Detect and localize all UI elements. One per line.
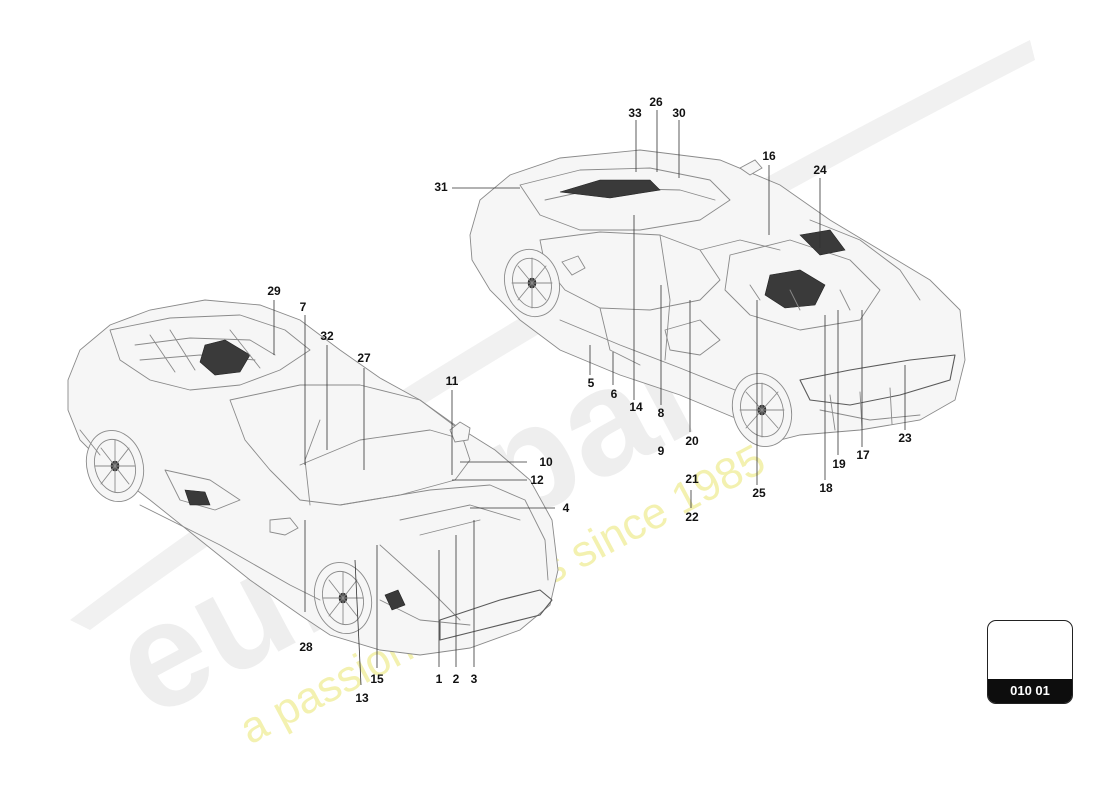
callout-13: 13	[355, 691, 369, 705]
callout-8: 8	[658, 406, 665, 420]
callout-1: 1	[436, 672, 443, 686]
callout-10: 10	[539, 455, 553, 469]
callout-12: 12	[530, 473, 544, 487]
callout-32: 32	[320, 329, 334, 343]
rear-right-wheel	[731, 373, 793, 447]
callout-33: 33	[628, 106, 642, 120]
leader-lines	[273, 110, 906, 686]
rear-left-wheel	[85, 430, 145, 502]
callout-11: 11	[446, 374, 459, 388]
callout-31: 31	[434, 180, 448, 194]
callout-5: 5	[588, 376, 595, 390]
callout-22: 22	[685, 510, 699, 524]
callout-15: 15	[370, 672, 384, 686]
callout-20: 20	[685, 434, 699, 448]
callout-17: 17	[856, 448, 870, 462]
callout-30: 30	[672, 106, 686, 120]
callout-26: 26	[649, 95, 663, 109]
callout-7: 7	[300, 300, 307, 314]
callout-16: 16	[762, 149, 776, 163]
callout-labels: 1 2 3 4 5 6 7 8 9 10 11 12 13 14 15 16 1…	[267, 95, 912, 705]
watermark-swoosh	[70, 40, 1035, 630]
callout-18: 18	[819, 481, 833, 495]
callout-25: 25	[752, 486, 766, 500]
callout-14: 14	[629, 400, 643, 414]
callout-9: 9	[658, 444, 665, 458]
callout-3: 3	[471, 672, 478, 686]
front-right-wheel	[504, 248, 560, 318]
car-rear-view	[469, 149, 966, 447]
diagram-reference-number: 010 01	[988, 679, 1072, 703]
callout-2: 2	[453, 672, 460, 686]
callout-21: 21	[685, 472, 699, 486]
callout-19: 19	[832, 457, 846, 471]
diagram-reference-box: 010 01	[987, 620, 1073, 704]
callout-29: 29	[267, 284, 281, 298]
callout-28: 28	[299, 640, 313, 654]
callout-24: 24	[813, 163, 827, 177]
callout-6: 6	[611, 387, 618, 401]
callout-27: 27	[357, 351, 371, 365]
car-front-view	[67, 299, 559, 656]
callout-23: 23	[898, 431, 912, 445]
callout-4: 4	[563, 501, 570, 515]
